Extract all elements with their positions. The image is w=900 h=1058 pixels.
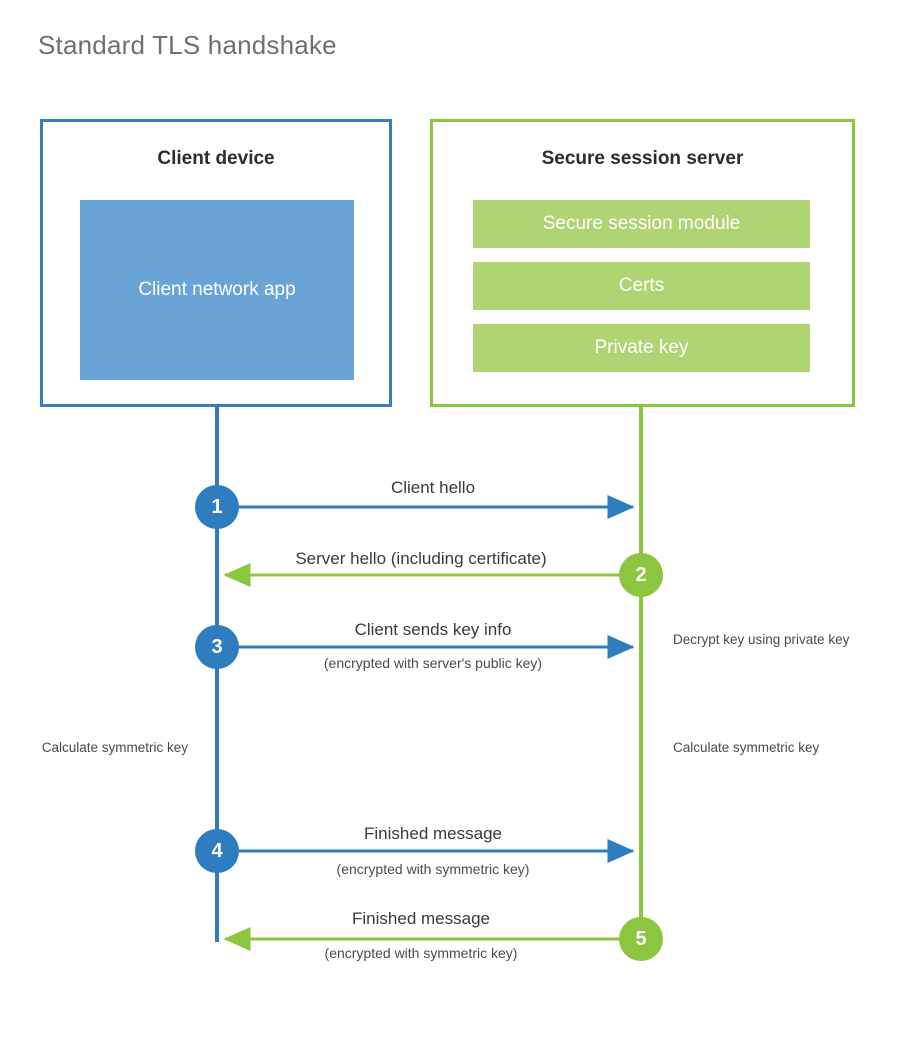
note-calculate-symmetric-key-client: Calculate symmetric key bbox=[41, 740, 188, 755]
step-circle-2[interactable]: 2 bbox=[619, 553, 663, 597]
message-sublabel-step-5: (encrypted with symmetric key) bbox=[324, 945, 518, 961]
message-sublabel-step-3: (encrypted with server's public key) bbox=[323, 655, 543, 671]
step-circle-1[interactable]: 1 bbox=[195, 485, 239, 529]
server-module-secure-session-module: Secure session module bbox=[473, 200, 810, 248]
message-sublabel-step-4: (encrypted with symmetric key) bbox=[336, 861, 530, 877]
server-lifeline bbox=[639, 406, 643, 939]
step-circle-4[interactable]: 4 bbox=[195, 829, 239, 873]
client-network-app-block: Client network app bbox=[80, 200, 354, 380]
message-label-step-1: Client hello bbox=[390, 478, 476, 497]
message-label-step-3: Client sends key info bbox=[354, 620, 512, 639]
note-calculate-symmetric-key-server: Calculate symmetric key bbox=[673, 740, 820, 755]
message-label-step-5: Finished message bbox=[352, 909, 490, 928]
client-device-title: Client device bbox=[157, 148, 275, 169]
step-circle-3[interactable]: 3 bbox=[195, 625, 239, 669]
page-title: Standard TLS handshake bbox=[38, 30, 337, 60]
server-module-certs: Certs bbox=[473, 262, 810, 310]
note-decrypt-key: Decrypt key using private key bbox=[673, 632, 850, 647]
client-lifeline bbox=[215, 406, 219, 942]
message-label-step-2: Server hello (including certificate) bbox=[295, 549, 547, 568]
server-module-private-key: Private key bbox=[473, 324, 810, 372]
server-module-list: Secure session module Certs Private key bbox=[473, 200, 810, 372]
secure-session-server-title: Secure session server bbox=[541, 148, 744, 169]
message-label-step-4: Finished message bbox=[364, 824, 502, 843]
client-device-box: Client device Client network app bbox=[40, 119, 392, 407]
secure-session-server-box: Secure session server Secure session mod… bbox=[430, 119, 855, 407]
step-circle-5[interactable]: 5 bbox=[619, 917, 663, 961]
